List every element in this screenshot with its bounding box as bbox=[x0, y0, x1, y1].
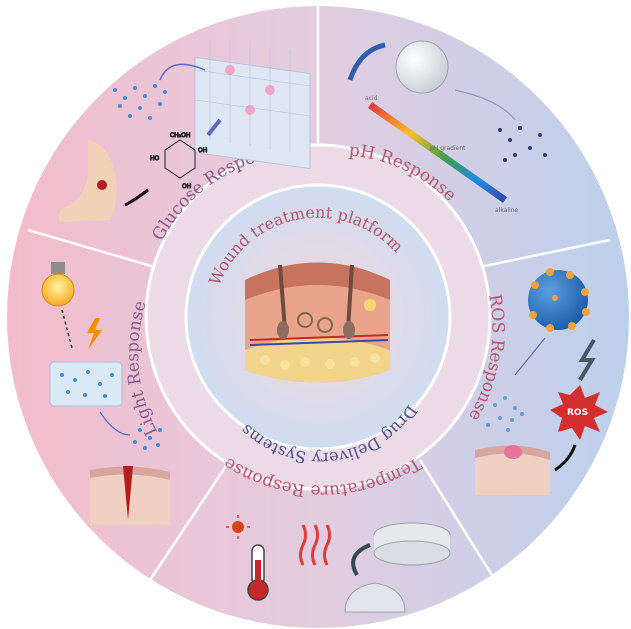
ph-release-arrow-icon bbox=[454, 89, 516, 121]
ros-wound-tissue-icon bbox=[475, 445, 550, 495]
ros-black-arrow-icon bbox=[554, 444, 577, 472]
released-drug-dots-icon bbox=[113, 84, 167, 120]
svg-text:CH₂OH: CH₂OH bbox=[170, 132, 190, 139]
ph-bar-top-label: acid bbox=[365, 95, 378, 102]
light-release-arrow-icon bbox=[99, 411, 131, 436]
ros-nanoparticle-icon bbox=[528, 270, 588, 330]
sun-icon bbox=[226, 515, 250, 539]
light-release-dots-icon bbox=[133, 428, 162, 450]
ph-curved-arrow-icon bbox=[347, 42, 386, 81]
heat-waves-icon bbox=[299, 524, 331, 566]
lightning-icon bbox=[87, 318, 102, 350]
hydrogel-disc-bottom bbox=[373, 540, 451, 566]
ph-bar-bottom-label: alkaline bbox=[495, 207, 519, 214]
hydrogel-bell-icon bbox=[344, 582, 406, 613]
ros-badge-label: ROS bbox=[567, 408, 588, 418]
svg-text:OH: OH bbox=[182, 183, 191, 190]
glucose-molecule-icon: CH₂OH OH HO OH bbox=[150, 132, 208, 191]
leg-wound-icon bbox=[58, 140, 117, 222]
light-dashed-arrow-icon bbox=[61, 309, 73, 349]
glucose-arrow-icon bbox=[124, 188, 149, 207]
svg-text:HO: HO bbox=[150, 155, 160, 162]
ros-badge-icon bbox=[550, 385, 608, 440]
light-hydrogel-icon bbox=[49, 361, 123, 407]
ph-nanoparticle-icon bbox=[395, 40, 449, 94]
light-wound-tissue-icon bbox=[90, 466, 170, 525]
ph-gradient-bar-icon bbox=[367, 102, 508, 203]
thermometer-icon bbox=[247, 544, 269, 601]
skin-cross-section-icon bbox=[245, 262, 390, 383]
ph-bar-mid-label: pH gradient bbox=[430, 145, 466, 152]
svg-text:OH: OH bbox=[198, 147, 207, 154]
glucose-hydrogel-icon bbox=[194, 40, 311, 170]
light-bulb-icon bbox=[41, 262, 75, 307]
ros-particle-spikes bbox=[529, 268, 590, 332]
ros-zigzag-arrow-icon bbox=[578, 338, 596, 382]
ros-release-dots-icon bbox=[486, 396, 524, 432]
glucose-release-arrow-icon bbox=[159, 63, 206, 81]
sector-dividers bbox=[27, 6, 611, 581]
ph-release-dots-icon bbox=[498, 126, 547, 162]
syringe-icon bbox=[206, 118, 222, 137]
ros-release-arrow-icon bbox=[514, 337, 546, 376]
temp-curved-arrow-icon bbox=[351, 543, 371, 577]
